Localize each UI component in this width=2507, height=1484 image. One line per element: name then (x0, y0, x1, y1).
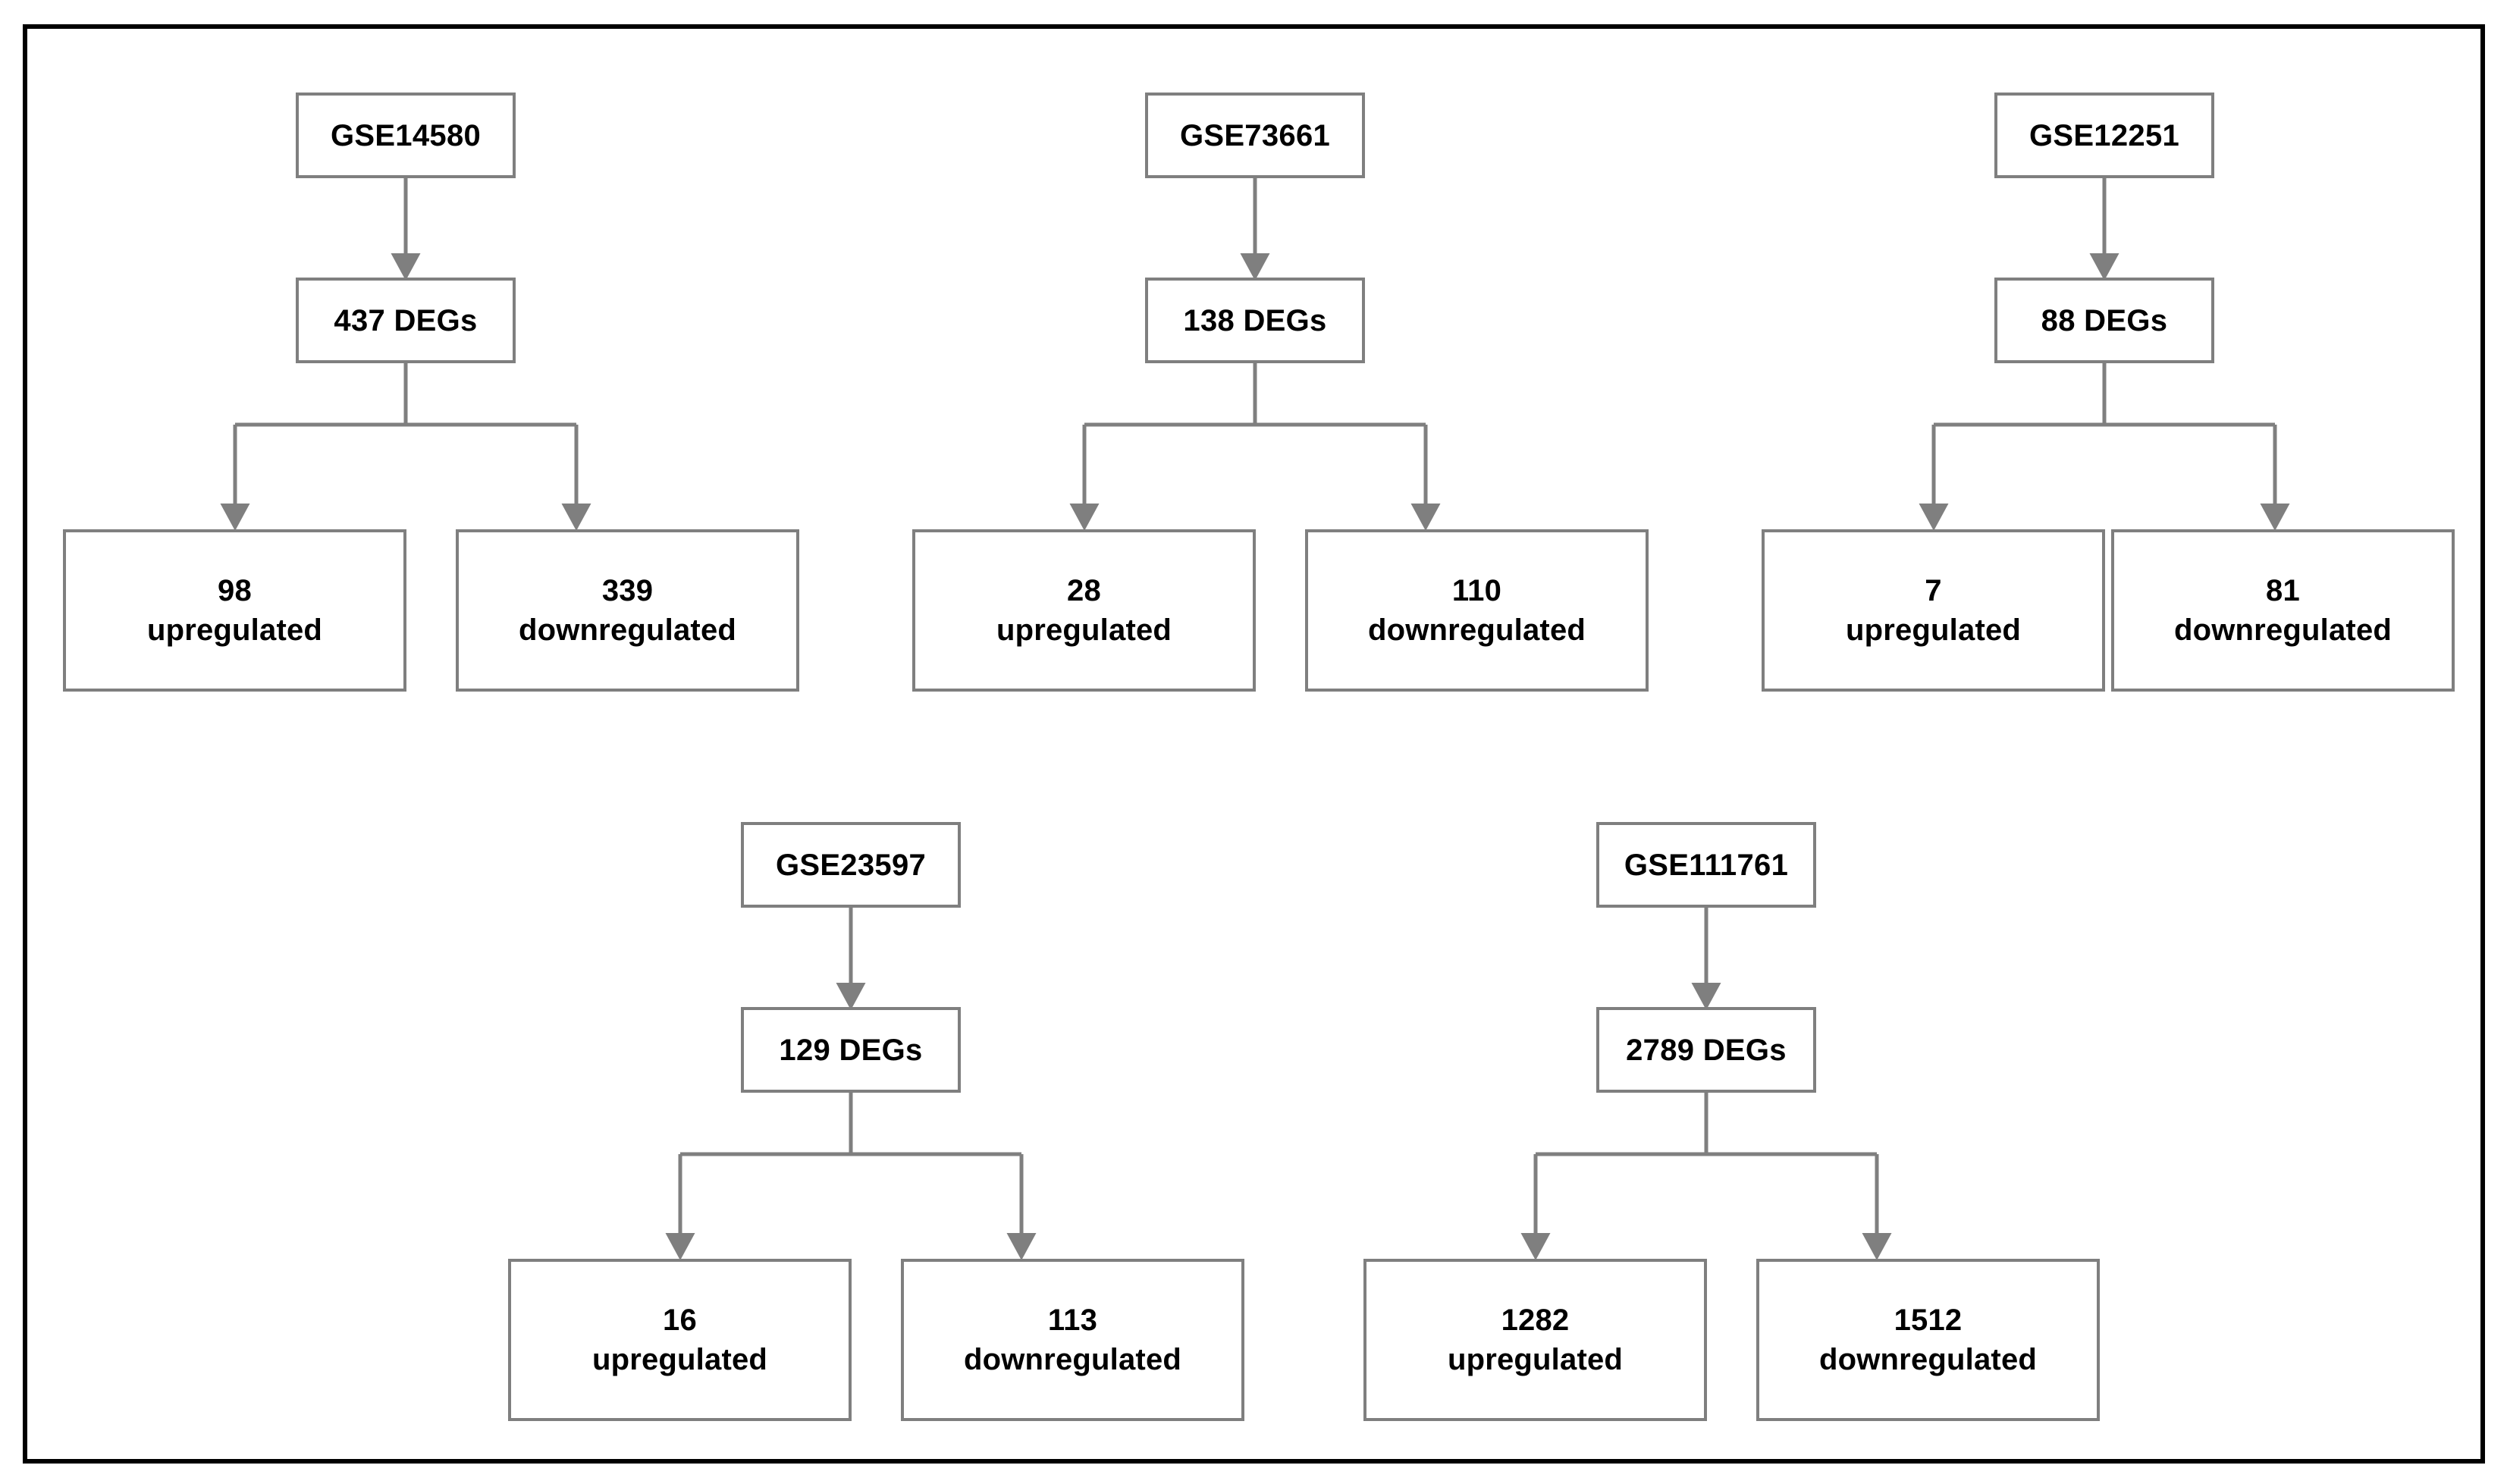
degs-box-gse23597[interactable]: 129 DEGs (741, 1007, 961, 1093)
source-box-gse111761[interactable]: GSE111761 (1596, 822, 1816, 908)
degs-label: 129 DEGs (779, 1033, 923, 1067)
source-label: GSE14580 (330, 118, 482, 152)
upregulated-box-gse73661[interactable]: 28 upregulated (912, 529, 1256, 692)
source-label: GSE73661 (1179, 118, 1331, 152)
upregulated-box-gse14580[interactable]: 98 upregulated (63, 529, 406, 692)
source-box-gse12251[interactable]: GSE12251 (1994, 93, 2214, 178)
source-box-gse14580[interactable]: GSE14580 (296, 93, 516, 178)
degs-box-gse111761[interactable]: 2789 DEGs (1596, 1007, 1816, 1093)
downregulated-count: 1512 (1894, 1304, 1963, 1337)
downregulated-box-gse23597[interactable]: 113 downregulated (901, 1259, 1244, 1421)
degs-box-gse73661[interactable]: 138 DEGs (1145, 278, 1365, 363)
upregulated-label: upregulated (996, 613, 1172, 647)
downregulated-label: downregulated (2173, 613, 2392, 647)
upregulated-count: 98 (218, 574, 252, 607)
downregulated-box-gse73661[interactable]: 110 downregulated (1305, 529, 1649, 692)
downregulated-label: downregulated (518, 613, 737, 647)
degs-label: 2789 DEGs (1626, 1033, 1787, 1067)
degs-label: 437 DEGs (334, 303, 478, 337)
upregulated-label: upregulated (1845, 613, 2022, 647)
degs-label: 88 DEGs (2041, 303, 2168, 337)
source-box-gse73661[interactable]: GSE73661 (1145, 93, 1365, 178)
source-label: GSE23597 (775, 848, 927, 882)
downregulated-count: 113 (1047, 1304, 1098, 1337)
upregulated-count: 16 (663, 1304, 697, 1337)
upregulated-count: 28 (1067, 574, 1101, 607)
upregulated-count: 7 (1925, 574, 1942, 607)
upregulated-box-gse12251[interactable]: 7 upregulated (1762, 529, 2105, 692)
degs-box-gse12251[interactable]: 88 DEGs (1994, 278, 2214, 363)
downregulated-box-gse14580[interactable]: 339 downregulated (456, 529, 799, 692)
upregulated-label: upregulated (146, 613, 323, 647)
figure-outer-border (23, 24, 2485, 1464)
downregulated-count: 339 (601, 574, 654, 607)
downregulated-count: 81 (2266, 574, 2300, 607)
source-label: GSE111761 (1624, 848, 1789, 882)
upregulated-box-gse23597[interactable]: 16 upregulated (508, 1259, 852, 1421)
downregulated-label: downregulated (1367, 613, 1586, 647)
degs-box-gse14580[interactable]: 437 DEGs (296, 278, 516, 363)
source-box-gse23597[interactable]: GSE23597 (741, 822, 961, 908)
degs-label: 138 DEGs (1183, 303, 1327, 337)
source-label: GSE12251 (2029, 118, 2180, 152)
downregulated-box-gse111761[interactable]: 1512 downregulated (1756, 1259, 2100, 1421)
downregulated-count: 110 (1451, 574, 1502, 607)
upregulated-count: 1282 (1501, 1304, 1570, 1337)
downregulated-box-gse12251[interactable]: 81 downregulated (2111, 529, 2455, 692)
upregulated-box-gse111761[interactable]: 1282 upregulated (1363, 1259, 1707, 1421)
upregulated-label: upregulated (591, 1343, 768, 1376)
downregulated-label: downregulated (1818, 1343, 2038, 1376)
downregulated-label: downregulated (963, 1343, 1182, 1376)
upregulated-label: upregulated (1447, 1343, 1624, 1376)
